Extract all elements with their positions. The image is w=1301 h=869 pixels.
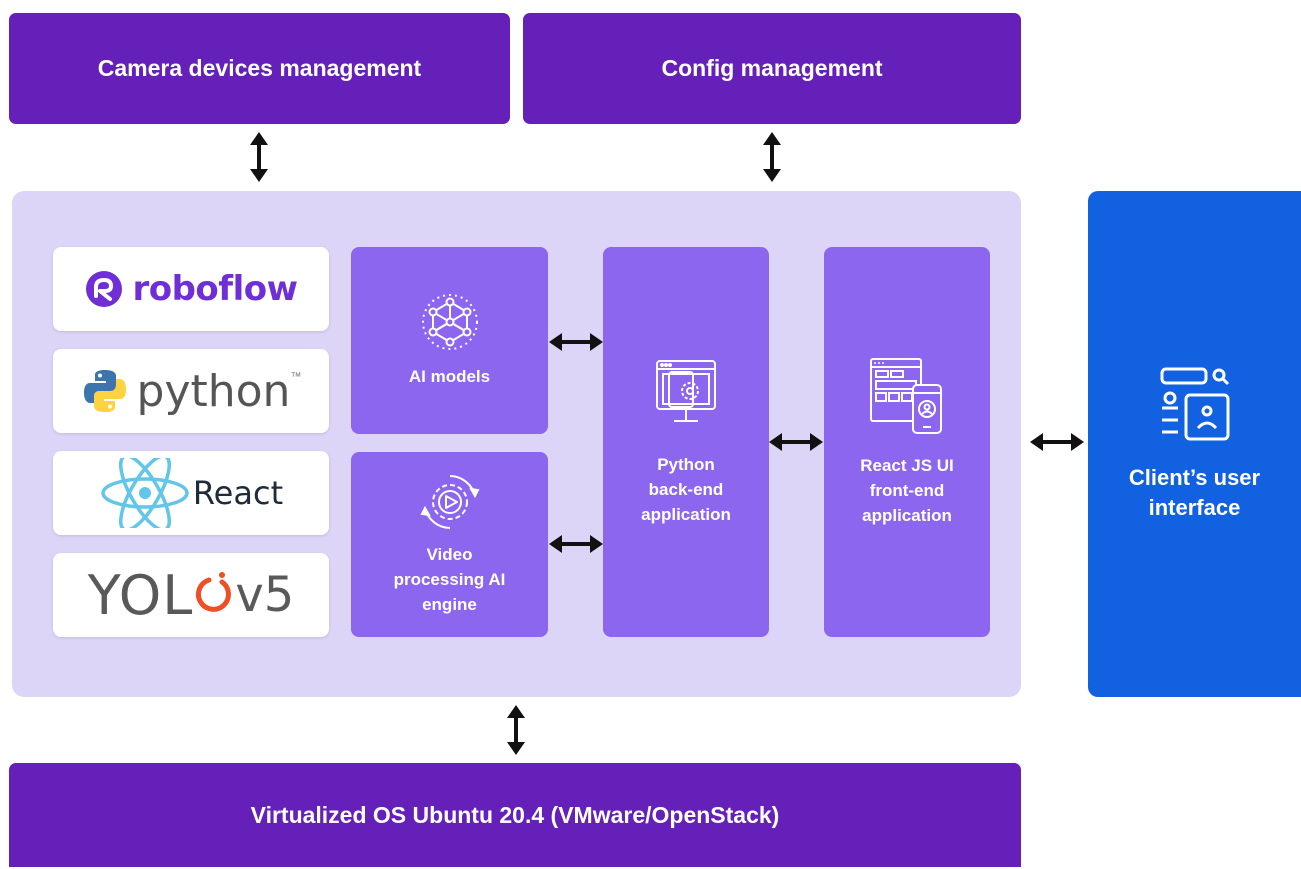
ai-models-card: AI models bbox=[351, 247, 548, 434]
python-icon bbox=[83, 370, 126, 412]
video-processing-label: Video processing AI engine bbox=[393, 545, 506, 614]
ai-backend-double-arrow-icon bbox=[549, 333, 603, 351]
video-processing-card: Video processing AI engine bbox=[351, 452, 548, 637]
python-logo: python ™ bbox=[53, 349, 329, 433]
os-double-arrow-icon bbox=[507, 705, 525, 755]
virtualized-os-label: Virtualized OS Ubuntu 20.4 (VMware/OpenS… bbox=[250, 801, 780, 828]
monitor-gear-icon bbox=[656, 359, 716, 422]
client-user-interface-box: Client’s user interface bbox=[1088, 191, 1301, 697]
roboflow-logo: roboflow bbox=[53, 247, 329, 331]
yolo-version: v5 bbox=[235, 567, 295, 623]
config-management-label: Config management bbox=[661, 55, 883, 81]
react-wordmark: React bbox=[192, 474, 284, 512]
network-cube-icon bbox=[421, 294, 478, 350]
backend-frontend-double-arrow-icon bbox=[769, 433, 823, 451]
ai-models-label: AI models bbox=[408, 367, 491, 386]
client-user-interface-label: Client’s user interface bbox=[1128, 465, 1261, 520]
video-backend-double-arrow-icon bbox=[549, 535, 603, 553]
react-logo: React bbox=[53, 451, 329, 535]
react-frontend-label: React JS UI front-end application bbox=[860, 455, 954, 525]
yolo-wordmark: YOL bbox=[87, 563, 194, 627]
python-backend-card: Python back-end application bbox=[603, 247, 769, 637]
yolov5-logo: YOL v5 bbox=[53, 553, 329, 637]
panel-client-double-arrow-icon bbox=[1030, 433, 1084, 451]
roboflow-icon bbox=[86, 271, 123, 307]
python-backend-label: Python back-end application bbox=[641, 454, 731, 524]
camera-double-arrow-icon bbox=[250, 132, 268, 182]
roboflow-wordmark: roboflow bbox=[132, 269, 298, 309]
camera-devices-management-label: Camera devices management bbox=[97, 55, 422, 81]
ui-search-profile-icon bbox=[1160, 367, 1229, 441]
react-frontend-card: React JS UI front-end application bbox=[824, 247, 990, 637]
yolo-flame-icon bbox=[196, 572, 232, 612]
react-icon bbox=[101, 458, 189, 528]
camera-devices-management-box: Camera devices management bbox=[9, 13, 510, 124]
virtualized-os-box: Virtualized OS Ubuntu 20.4 (VMware/OpenS… bbox=[9, 763, 1021, 867]
python-wordmark: python bbox=[136, 365, 291, 417]
config-double-arrow-icon bbox=[763, 132, 781, 182]
python-trademark: ™ bbox=[290, 371, 302, 383]
config-management-box: Config management bbox=[523, 13, 1021, 124]
web-mobile-icon bbox=[870, 357, 942, 434]
video-gear-icon bbox=[419, 475, 480, 529]
